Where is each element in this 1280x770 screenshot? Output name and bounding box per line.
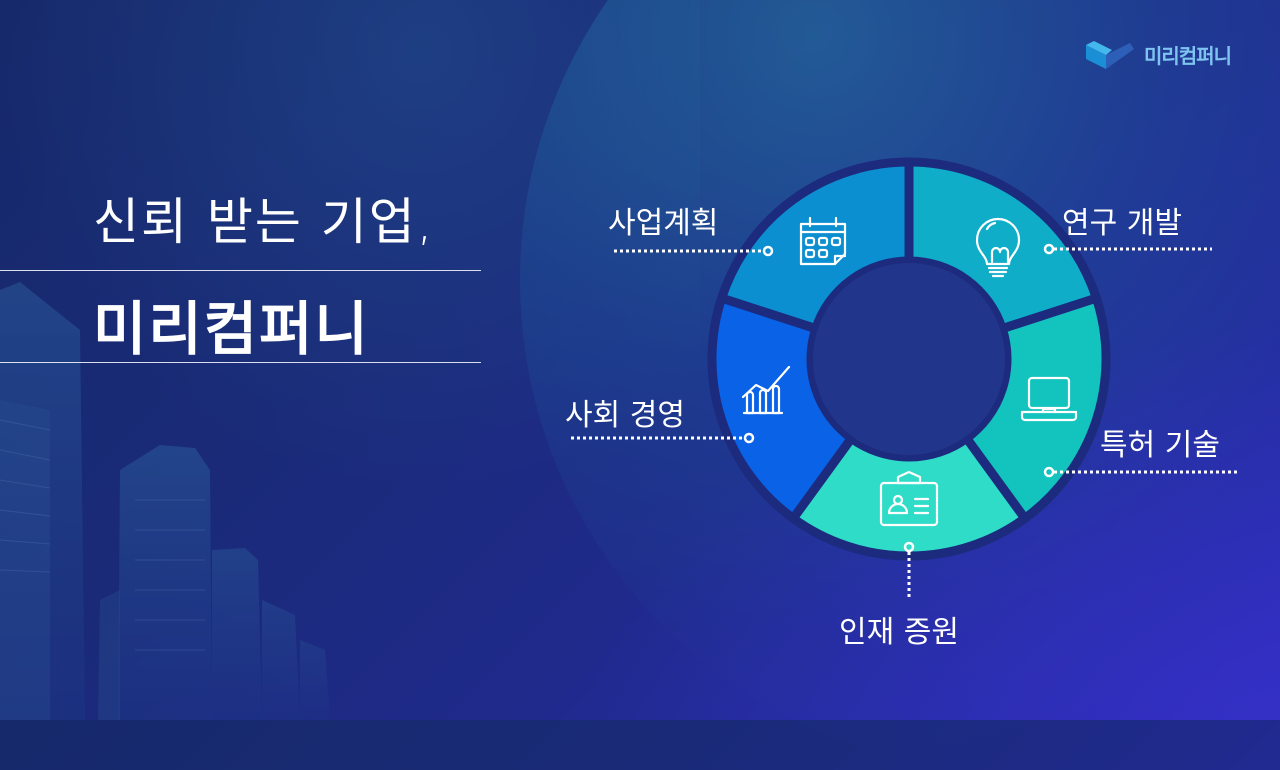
id-badge-icon <box>879 470 939 527</box>
label-patent: 특허 기술 <box>1100 428 1220 463</box>
segment-research <box>904 157 1101 334</box>
company-logo: 미리컴퍼니 <box>1086 40 1232 69</box>
logo-text: 미리컴퍼니 <box>1144 44 1232 68</box>
calendar-icon <box>799 216 847 266</box>
segment-social <box>707 293 856 523</box>
label-talent: 인재 증원 <box>839 615 959 650</box>
growth-chart-icon <box>741 365 791 415</box>
label-research: 연구 개발 <box>1062 206 1182 241</box>
chevron-logo-icon <box>1086 40 1134 69</box>
buildings-illustration <box>0 282 330 720</box>
laptop-icon <box>1020 376 1078 422</box>
segment-business-plan <box>717 157 914 334</box>
label-business-plan: 사업계획 <box>608 206 719 241</box>
donut-center <box>813 263 1005 455</box>
label-social: 사회 경영 <box>565 398 685 433</box>
divider-top <box>0 270 481 271</box>
headline-line1: 신뢰 받는 기업, <box>93 193 435 251</box>
segment-talent <box>788 433 1030 561</box>
headline-company-name: 미리컴퍼니 <box>93 295 370 363</box>
lightbulb-icon <box>975 217 1021 278</box>
donut-diagram <box>707 157 1111 561</box>
divider-bottom <box>0 362 481 363</box>
